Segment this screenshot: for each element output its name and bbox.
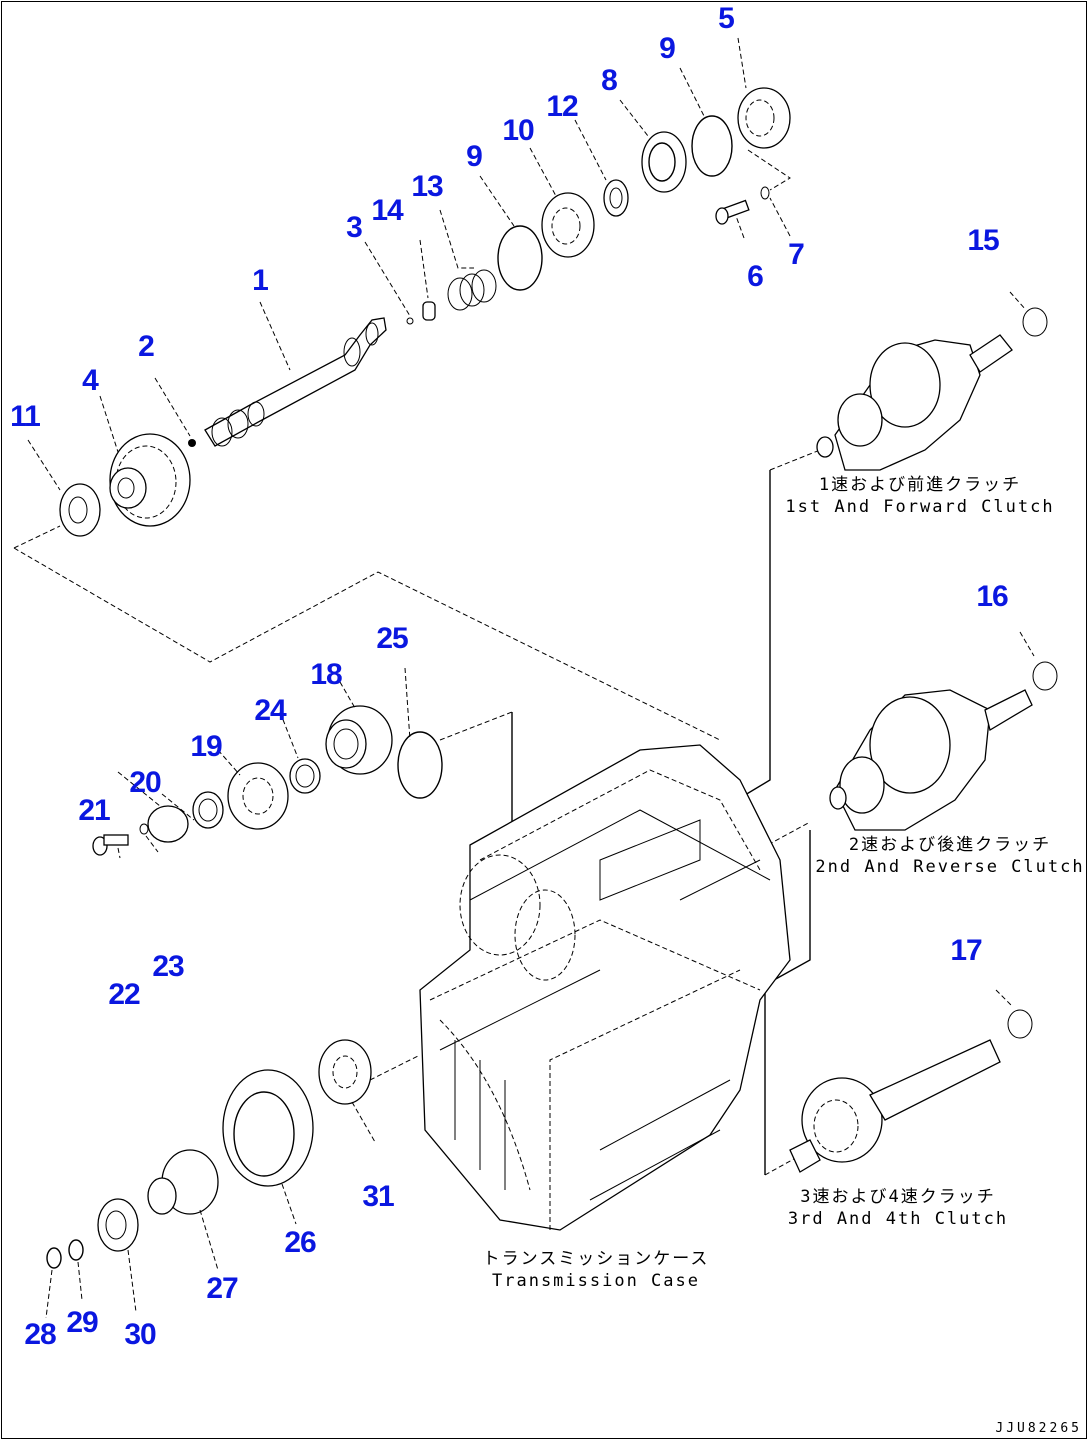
callout-18: 18 <box>310 658 342 691</box>
callout-31: 31 <box>362 1180 394 1213</box>
caption-second-reverse-clutch-en: 2nd And Reverse Clutch <box>815 857 1085 877</box>
callout-14: 14 <box>371 194 403 227</box>
part-19-gear <box>227 762 289 830</box>
callout-17: 17 <box>950 934 982 967</box>
part-3-ball <box>406 317 414 325</box>
part-20-washer <box>192 791 224 829</box>
callout-1: 1 <box>252 264 269 297</box>
caption-first-forward-clutch-ja: 1速および前進クラッチ <box>818 475 1022 495</box>
part-30-bearing <box>97 1198 139 1252</box>
callout-6: 6 <box>747 260 764 293</box>
caption-first-forward-clutch: 1速および前進クラッチ 1st And Forward Clutch <box>785 474 1054 518</box>
callout-5: 5 <box>718 2 735 35</box>
part-12-spacer <box>603 179 629 217</box>
callout-26: 26 <box>284 1226 316 1259</box>
transmission-case <box>419 744 791 1231</box>
callout-29: 29 <box>66 1306 98 1339</box>
callout-11: 11 <box>10 400 41 433</box>
callout-20: 20 <box>129 766 161 799</box>
drawing-id: JJU82265 <box>995 1421 1082 1436</box>
callout-9-upper: 9 <box>659 32 676 65</box>
callout-23: 23 <box>152 950 184 983</box>
part-23-washer <box>139 823 149 835</box>
callout-13: 13 <box>411 170 443 203</box>
callout-16: 16 <box>976 580 1008 613</box>
part-27-hub <box>147 1149 219 1215</box>
first-forward-clutch <box>816 291 1048 471</box>
part-9-snap-ring-2 <box>691 115 733 177</box>
part-4-gear <box>109 433 191 527</box>
part-29-ring <box>68 1239 84 1261</box>
callout-15: 15 <box>967 224 999 257</box>
part-13-seal-rings <box>447 269 497 311</box>
callout-19: 19 <box>190 730 222 763</box>
part-24-spacer <box>289 758 321 794</box>
part-7-washer <box>760 186 770 200</box>
second-reverse-clutch <box>829 631 1058 831</box>
part-10-bearing <box>541 192 595 258</box>
caption-third-fourth-clutch-en: 3rd And 4th Clutch <box>787 1209 1009 1229</box>
caption-second-reverse-clutch-ja: 2速および後進クラッチ <box>848 835 1052 855</box>
part-5-cover <box>737 87 791 149</box>
part-22-bolt <box>92 834 129 856</box>
callout-21: 21 <box>78 794 110 827</box>
caption-transmission-case: トランスミッションケース Transmission Case <box>483 1248 710 1292</box>
part-21-plate <box>147 805 189 843</box>
caption-third-fourth-clutch: 3速および4速クラッチ 3rd And 4th Clutch <box>788 1186 1008 1230</box>
caption-transmission-case-ja: トランスミッションケース <box>482 1249 710 1269</box>
caption-transmission-case-en: Transmission Case <box>492 1271 700 1291</box>
part-28-ring <box>46 1247 62 1269</box>
part-18-bearing <box>325 705 393 775</box>
caption-third-fourth-clutch-ja: 3速および4速クラッチ <box>800 1187 996 1207</box>
callout-2: 2 <box>138 330 155 363</box>
callout-28: 28 <box>24 1318 56 1351</box>
callout-24: 24 <box>254 694 286 727</box>
part-6-bolt <box>715 199 750 225</box>
callout-25: 25 <box>376 622 408 655</box>
callout-22: 22 <box>108 978 140 1011</box>
callout-7: 7 <box>788 238 805 271</box>
caption-first-forward-clutch-en: 1st And Forward Clutch <box>785 497 1055 517</box>
part-8-seal <box>641 131 687 193</box>
callout-12: 12 <box>546 90 578 123</box>
part-26-gear <box>222 1069 314 1187</box>
callout-30: 30 <box>124 1318 156 1351</box>
part-25-snap-ring <box>397 731 443 799</box>
callout-27: 27 <box>206 1272 238 1305</box>
callout-10: 10 <box>502 114 534 147</box>
part-1-shaft <box>204 317 387 447</box>
part-31-bearing <box>318 1039 372 1105</box>
part-2-ball <box>188 439 196 447</box>
callout-3: 3 <box>346 211 363 244</box>
callout-4: 4 <box>82 364 99 397</box>
callout-8: 8 <box>601 64 618 97</box>
callout-9-lower: 9 <box>466 140 483 173</box>
part-14-plug <box>422 301 436 321</box>
third-fourth-clutch <box>789 989 1033 1173</box>
part-11-bearing <box>59 483 101 537</box>
caption-second-reverse-clutch: 2速および後進クラッチ 2nd And Reverse Clutch <box>815 834 1084 878</box>
part-9-snap-ring <box>497 225 543 291</box>
